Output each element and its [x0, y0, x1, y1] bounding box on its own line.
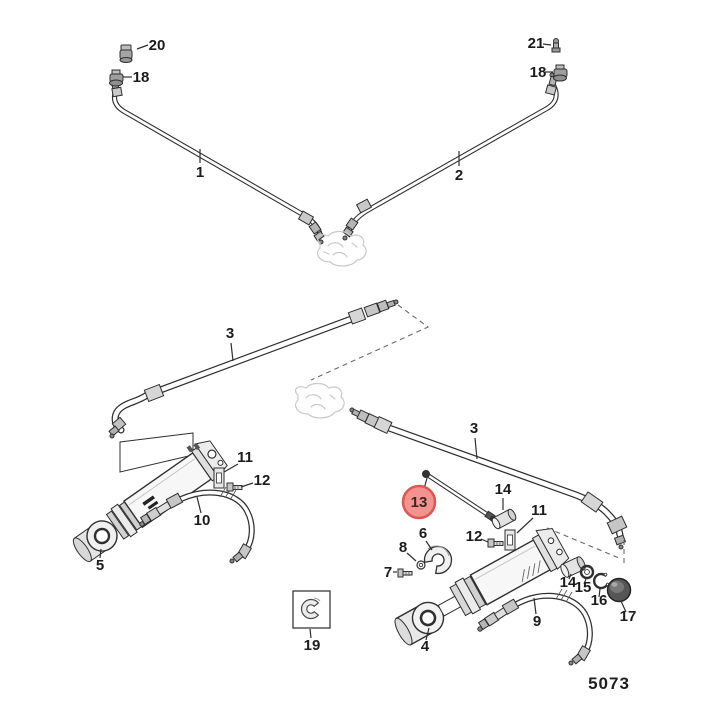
- callout-1[interactable]: 1: [196, 164, 204, 181]
- fitting-18-left-icon: [109, 69, 124, 87]
- transom-panel-outline: [119, 432, 194, 473]
- callout-18-left[interactable]: 18: [133, 69, 150, 86]
- snap-ring-16-drawing: [592, 572, 610, 590]
- bushing-14-left-drawing: [491, 508, 517, 530]
- callout-2[interactable]: 2: [455, 167, 463, 184]
- hose-9-drawing: [477, 588, 593, 666]
- callout-16[interactable]: 16: [591, 592, 608, 609]
- washer-8-drawing: [416, 560, 426, 570]
- callout-14-left[interactable]: 14: [495, 481, 512, 498]
- callout-19[interactable]: 19: [304, 637, 321, 654]
- callout-3-upper[interactable]: 3: [226, 325, 234, 342]
- fitting-18-right-icon: [553, 64, 568, 82]
- ring-15-drawing: [579, 564, 595, 580]
- ghost-pump-upper: [316, 230, 367, 267]
- trim-cylinder-port-drawing: [72, 440, 228, 563]
- callout-9[interactable]: 9: [533, 613, 541, 630]
- callout-8[interactable]: 8: [399, 539, 407, 556]
- cylinder-knurl-hatch: [521, 560, 541, 582]
- screw-12-left-drawing: [226, 482, 243, 492]
- fitting-20-icon: [119, 44, 133, 63]
- figure-code: 5073: [588, 674, 630, 693]
- callout-4[interactable]: 4: [421, 638, 430, 655]
- highlight-circle[interactable]: [401, 484, 437, 520]
- callout-12-right[interactable]: 12: [466, 528, 483, 545]
- ghost-pump-lower: [294, 382, 345, 419]
- hose-1-drawing: [110, 76, 325, 245]
- dashed-callout-lower-a: [546, 527, 620, 559]
- highlight-part-13[interactable]: 13: [401, 477, 437, 520]
- bracket-11-left-drawing: [213, 467, 225, 489]
- trim-cylinder-starboard-drawing: [394, 528, 570, 646]
- hose-3a-drawing: [108, 299, 399, 439]
- clamp-6-drawing: [423, 545, 453, 575]
- callout-7[interactable]: 7: [384, 564, 392, 581]
- keeper-19-drawing: [292, 590, 331, 629]
- callout-13[interactable]: 13: [411, 494, 428, 511]
- dashed-callout-upper: [310, 304, 430, 381]
- callout-5[interactable]: 5: [96, 557, 104, 574]
- callout-12-left[interactable]: 12: [254, 472, 271, 489]
- hose-2-drawing: [342, 72, 559, 241]
- callout-11-left[interactable]: 11: [237, 449, 253, 466]
- callout-10[interactable]: 10: [194, 512, 211, 529]
- callout-15[interactable]: 15: [575, 579, 592, 596]
- bracket-11-right-drawing: [504, 529, 516, 551]
- cap-17-drawing: [606, 577, 632, 603]
- screw-12-right-drawing: [487, 538, 504, 548]
- callout-21[interactable]: 21: [528, 35, 545, 52]
- hose-9-crimp-hatch: [555, 588, 573, 603]
- fitting-21-icon: [551, 38, 561, 53]
- callout-6[interactable]: 6: [419, 525, 427, 542]
- screw-7-drawing: [397, 568, 413, 578]
- callout-3-lower[interactable]: 3: [470, 420, 478, 437]
- callout-20[interactable]: 20: [149, 37, 166, 54]
- callout-17[interactable]: 17: [620, 608, 637, 625]
- hose-10-drawing: [139, 486, 255, 564]
- callout-11-right[interactable]: 11: [531, 502, 547, 519]
- callout-14-right[interactable]: 14: [560, 574, 577, 591]
- hose-3b-drawing: [349, 407, 628, 550]
- callout-18-right[interactable]: 18: [530, 64, 547, 81]
